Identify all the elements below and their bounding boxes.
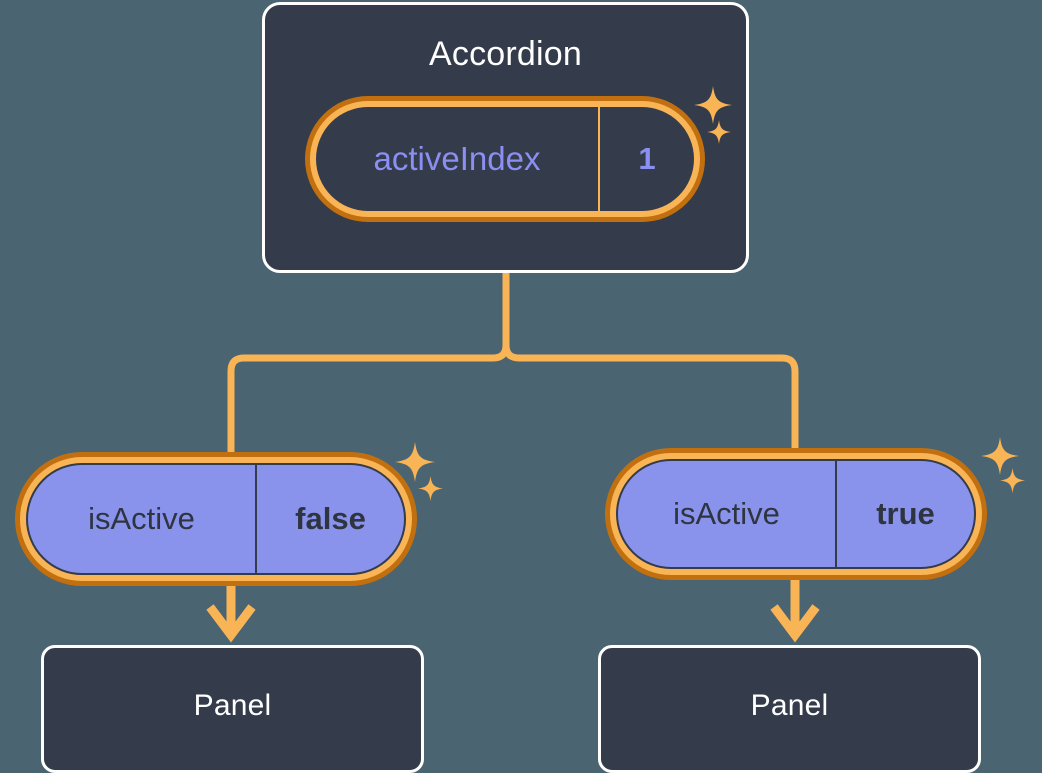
sparkle-false-large-icon <box>395 442 435 482</box>
sparkle-accordion-large-icon <box>694 86 732 124</box>
panel-box-left[interactable]: Panel <box>41 645 424 773</box>
state-key-active-index: activeIndex <box>316 107 600 211</box>
state-value-is-active-right: true <box>876 496 935 531</box>
state-pill-is-active-true[interactable]: isActive true <box>605 448 987 580</box>
pill-surface: isActive false <box>26 463 406 575</box>
state-pill-active-index[interactable]: activeIndex 1 <box>305 96 705 222</box>
sparkle-false-small-icon <box>418 476 443 501</box>
accordion-title: Accordion <box>429 35 582 73</box>
connector-root-to-right <box>502 269 799 454</box>
panel-title-left: Panel <box>193 689 272 722</box>
arrow-down-icon-left <box>206 604 256 643</box>
panel-box-right[interactable]: Panel <box>598 645 981 773</box>
arrow-down-icon-right <box>770 604 820 643</box>
sparkle-true-small-icon <box>1000 468 1025 493</box>
state-pill-is-active-false[interactable]: isActive false <box>15 452 417 586</box>
pill-surface: activeIndex 1 <box>316 107 694 211</box>
state-value-active-index: 1 <box>638 141 656 176</box>
state-value-is-active-left: false <box>295 501 366 536</box>
state-key-is-active-left: isActive <box>28 465 257 573</box>
panel-title-right: Panel <box>750 689 829 722</box>
sparkle-true-large-icon <box>981 437 1019 475</box>
pill-surface: isActive true <box>616 459 976 569</box>
state-key-is-active-right: isActive <box>618 461 837 567</box>
sparkle-accordion-small-icon <box>707 120 731 144</box>
